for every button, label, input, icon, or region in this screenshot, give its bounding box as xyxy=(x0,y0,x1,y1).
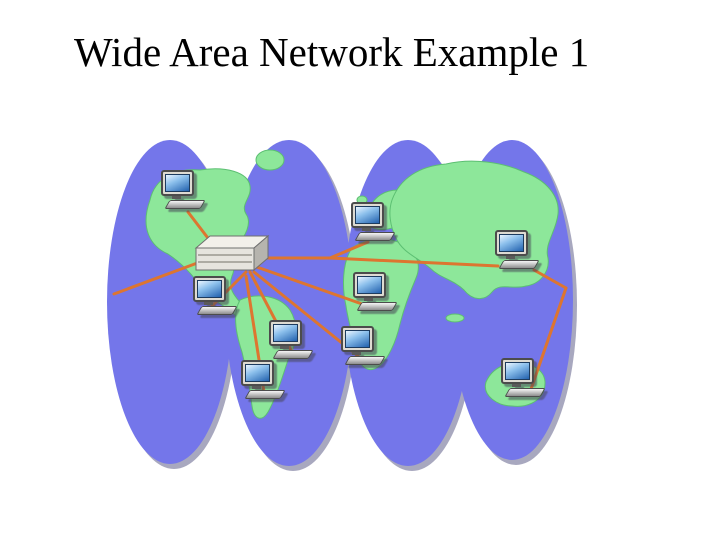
network-links xyxy=(112,210,568,394)
island-britain xyxy=(356,195,368,205)
network-link xyxy=(528,286,568,394)
network-link xyxy=(328,240,370,260)
router-icon xyxy=(194,234,270,272)
continent-greenland xyxy=(255,149,285,171)
page-title: Wide Area Network Example 1 xyxy=(74,29,590,75)
network-link xyxy=(252,264,364,306)
island-indonesia xyxy=(445,313,465,323)
network-link xyxy=(252,270,360,358)
network-link xyxy=(532,268,568,290)
network-link xyxy=(112,260,202,296)
network-link xyxy=(328,256,500,268)
